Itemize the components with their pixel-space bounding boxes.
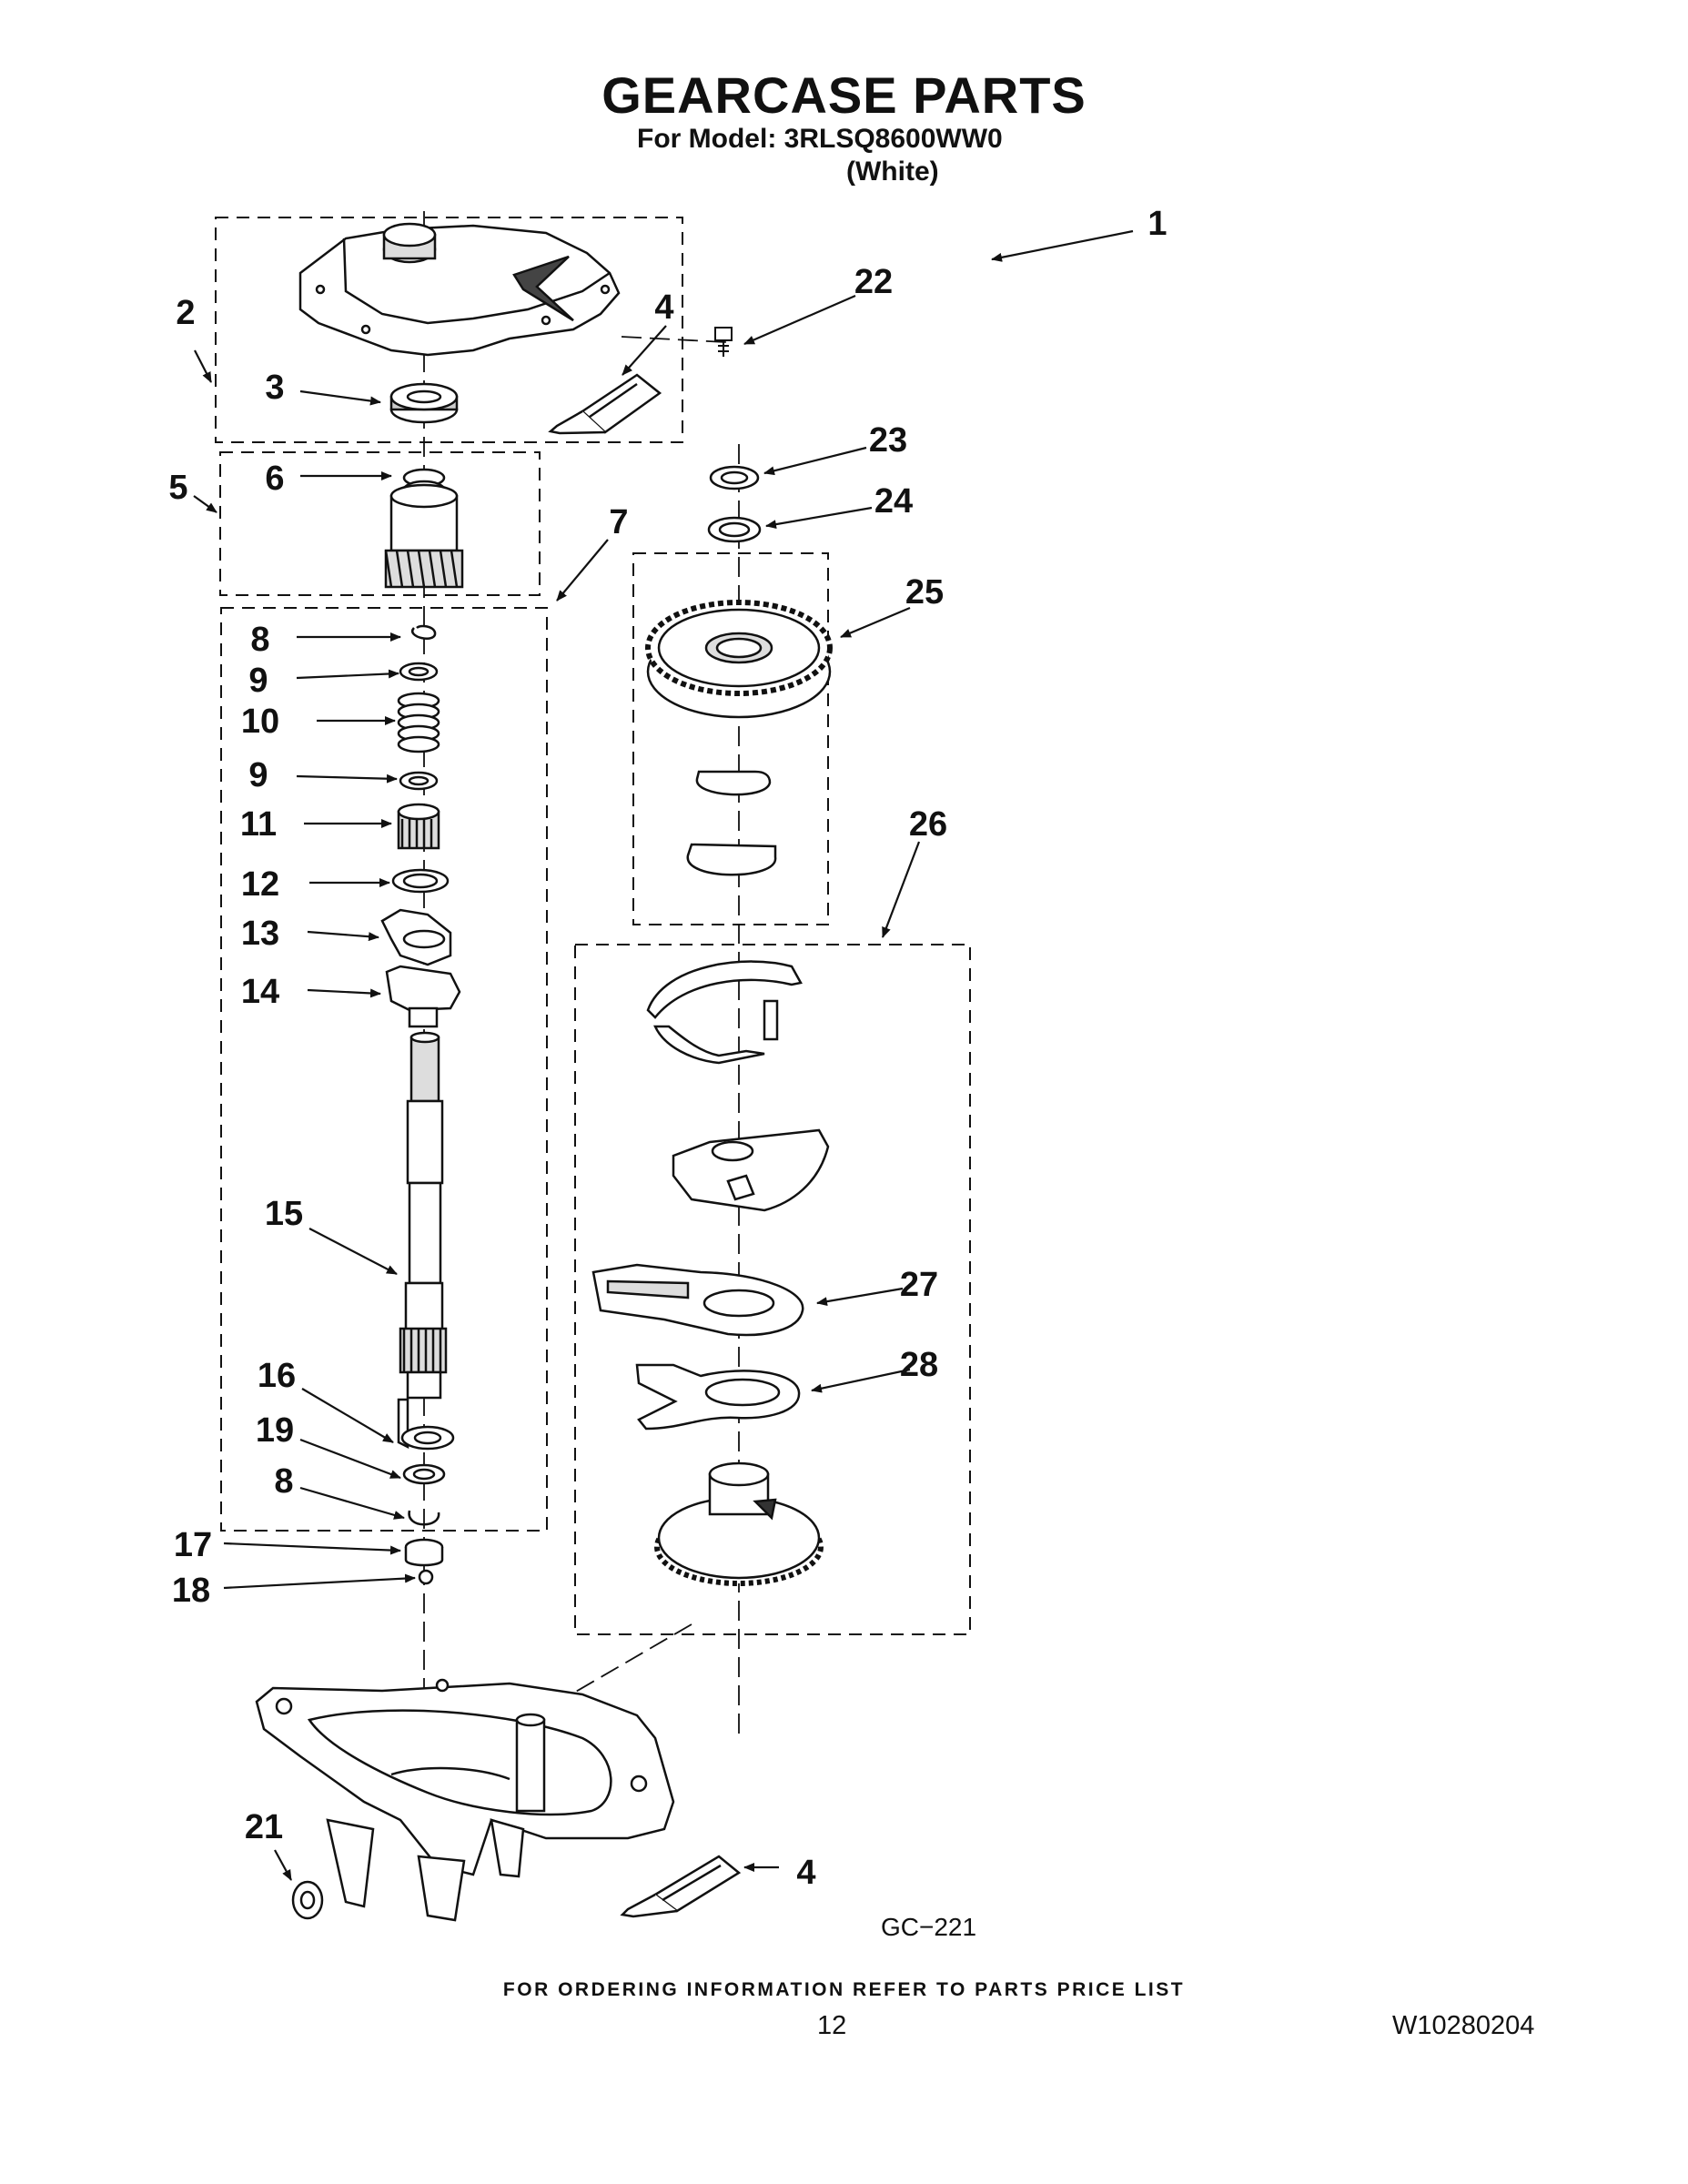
callout-3: 3	[265, 369, 284, 407]
callout-19: 19	[256, 1411, 294, 1450]
callout-8-top: 8	[250, 621, 269, 659]
callout-9-lower: 9	[248, 756, 268, 794]
rings-23-24	[707, 465, 762, 543]
clutch-bands	[686, 770, 777, 876]
part-28-plate	[635, 1363, 801, 1431]
part-3-seal	[389, 382, 459, 424]
part-21-seal	[291, 1880, 324, 1920]
callout-5: 5	[168, 469, 187, 507]
callout-1: 1	[1147, 205, 1167, 243]
bottom-drive-gear	[654, 1461, 824, 1586]
callout-25: 25	[905, 573, 944, 612]
lower-shaft-parts	[397, 1398, 455, 1585]
part-4-grease-tube	[548, 373, 662, 435]
part-22-screw	[714, 327, 733, 357]
page-number: 12	[817, 2011, 847, 2040]
color-note: (White)	[846, 157, 939, 187]
group-box-shaft	[220, 607, 548, 1532]
callout-26: 26	[909, 805, 947, 844]
callout-7: 7	[609, 503, 628, 541]
callout-10: 10	[241, 703, 279, 741]
callout-21: 21	[245, 1808, 283, 1846]
part-6-pinion	[384, 468, 464, 589]
gearcase-base	[255, 1678, 675, 1922]
shift-mechanism	[646, 960, 830, 1212]
callout-11: 11	[240, 805, 277, 844]
callout-6: 6	[265, 460, 284, 498]
callout-28: 28	[900, 1346, 938, 1384]
part-27-shift-lever	[591, 1263, 804, 1337]
callout-13: 13	[241, 915, 279, 953]
callout-4-top: 4	[654, 288, 673, 327]
document-number: W10280204	[1392, 2011, 1535, 2040]
callout-27: 27	[900, 1266, 938, 1304]
page-title: GEARCASE PARTS	[601, 66, 1087, 124]
group-box-gear	[632, 552, 829, 925]
callout-8-lower: 8	[274, 1462, 293, 1501]
part-25-gear	[645, 600, 833, 719]
callout-labels: 1 2 3 4 5 6 7 8 9 10 9 11 12 13 14 15 16…	[168, 205, 1167, 1892]
ordering-note: FOR ORDERING INFORMATION REFER TO PARTS …	[502, 1979, 1186, 2000]
gearcase-cover	[298, 222, 621, 357]
group-box-shift	[574, 944, 971, 1635]
diagram-code: GC−221	[881, 1913, 977, 1941]
callout-9-top: 9	[248, 662, 268, 700]
leader-lines	[193, 229, 1134, 1881]
group-box-cover	[215, 217, 683, 443]
model-line: For Model: 3RLSQ8600WW0	[637, 124, 1003, 154]
callout-22: 22	[854, 263, 893, 301]
callout-18: 18	[172, 1572, 210, 1610]
part-4-grease-tube-lower	[620, 1855, 742, 1918]
callout-17: 17	[174, 1526, 212, 1564]
callout-2: 2	[176, 294, 195, 332]
shaft-stack-parts	[380, 624, 461, 1028]
callout-15: 15	[265, 1195, 303, 1233]
callout-24: 24	[874, 482, 913, 521]
callout-4-lower: 4	[796, 1854, 815, 1892]
callout-14: 14	[241, 973, 279, 1011]
callout-12: 12	[241, 865, 279, 904]
callout-23: 23	[869, 421, 907, 460]
callout-16: 16	[258, 1357, 296, 1395]
part-15-shaft	[399, 1031, 448, 1400]
